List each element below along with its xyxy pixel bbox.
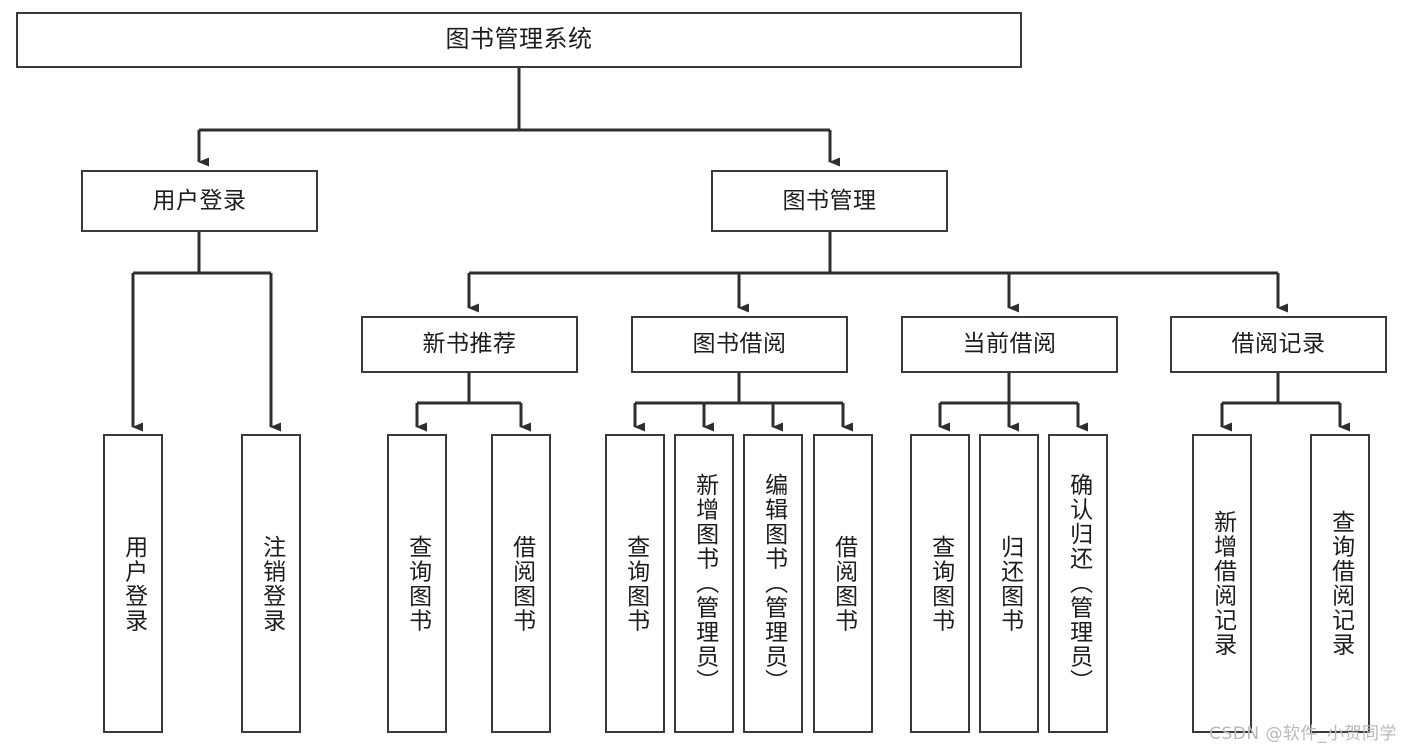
leaf-new-book-query-label: 查询图书 bbox=[404, 534, 431, 633]
leaf-borrow-record-query-label: 查询借阅记录 bbox=[1327, 510, 1354, 657]
node-new-book-recommend[interactable]: 新书推荐 bbox=[361, 316, 578, 373]
leaf-current-borrow-return[interactable]: 归还图书 bbox=[979, 434, 1039, 733]
leaf-book-borrow-edit-label: 编辑图书（管理员） bbox=[760, 473, 787, 694]
leaf-new-book-query[interactable]: 查询图书 bbox=[387, 434, 447, 733]
leaf-current-borrow-return-label: 归还图书 bbox=[996, 534, 1023, 633]
leaf-current-borrow-confirm-return-label: 确认归还（管理员） bbox=[1065, 473, 1092, 694]
node-current-borrow[interactable]: 当前借阅 bbox=[901, 316, 1118, 373]
leaf-book-borrow-add[interactable]: 新增图书（管理员） bbox=[674, 434, 734, 733]
node-root-system-label: 图书管理系统 bbox=[445, 25, 593, 54]
node-user-login-label: 用户登录 bbox=[152, 187, 247, 214]
leaf-book-borrow-borrow[interactable]: 借阅图书 bbox=[813, 434, 873, 733]
leaf-current-borrow-query-label: 查询图书 bbox=[927, 534, 954, 633]
leaf-current-borrow-confirm-return[interactable]: 确认归还（管理员） bbox=[1048, 434, 1108, 733]
leaf-borrow-record-query[interactable]: 查询借阅记录 bbox=[1310, 434, 1370, 733]
leaf-user-login-signout[interactable]: 注销登录 bbox=[241, 434, 301, 733]
leaf-new-book-borrow-label: 借阅图书 bbox=[508, 534, 535, 633]
leaf-user-login-signin-label: 用户登录 bbox=[120, 534, 147, 633]
leaf-book-borrow-borrow-label: 借阅图书 bbox=[830, 534, 857, 633]
node-book-management[interactable]: 图书管理 bbox=[711, 170, 948, 232]
node-user-login[interactable]: 用户登录 bbox=[81, 170, 318, 232]
node-book-borrow-label: 图书借阅 bbox=[692, 331, 787, 358]
leaf-borrow-record-add-label: 新增借阅记录 bbox=[1209, 510, 1236, 657]
leaf-new-book-borrow[interactable]: 借阅图书 bbox=[491, 434, 551, 733]
node-current-borrow-label: 当前借阅 bbox=[962, 331, 1057, 358]
leaf-book-borrow-query[interactable]: 查询图书 bbox=[605, 434, 665, 733]
leaf-user-login-signout-label: 注销登录 bbox=[258, 534, 285, 633]
node-book-borrow[interactable]: 图书借阅 bbox=[631, 316, 848, 373]
watermark-text: CSDN @软件_小贺同学 bbox=[1209, 724, 1397, 744]
leaf-current-borrow-query[interactable]: 查询图书 bbox=[910, 434, 970, 733]
node-borrow-record[interactable]: 借阅记录 bbox=[1170, 316, 1387, 373]
leaf-borrow-record-add[interactable]: 新增借阅记录 bbox=[1192, 434, 1252, 733]
node-new-book-recommend-label: 新书推荐 bbox=[422, 331, 517, 358]
leaf-user-login-signin[interactable]: 用户登录 bbox=[103, 434, 163, 733]
node-book-management-label: 图书管理 bbox=[782, 187, 877, 214]
leaf-book-borrow-add-label: 新增图书（管理员） bbox=[691, 473, 718, 694]
node-borrow-record-label: 借阅记录 bbox=[1231, 331, 1326, 358]
leaf-book-borrow-query-label: 查询图书 bbox=[622, 534, 649, 633]
node-root-system[interactable]: 图书管理系统 bbox=[16, 12, 1022, 68]
leaf-book-borrow-edit[interactable]: 编辑图书（管理员） bbox=[743, 434, 803, 733]
